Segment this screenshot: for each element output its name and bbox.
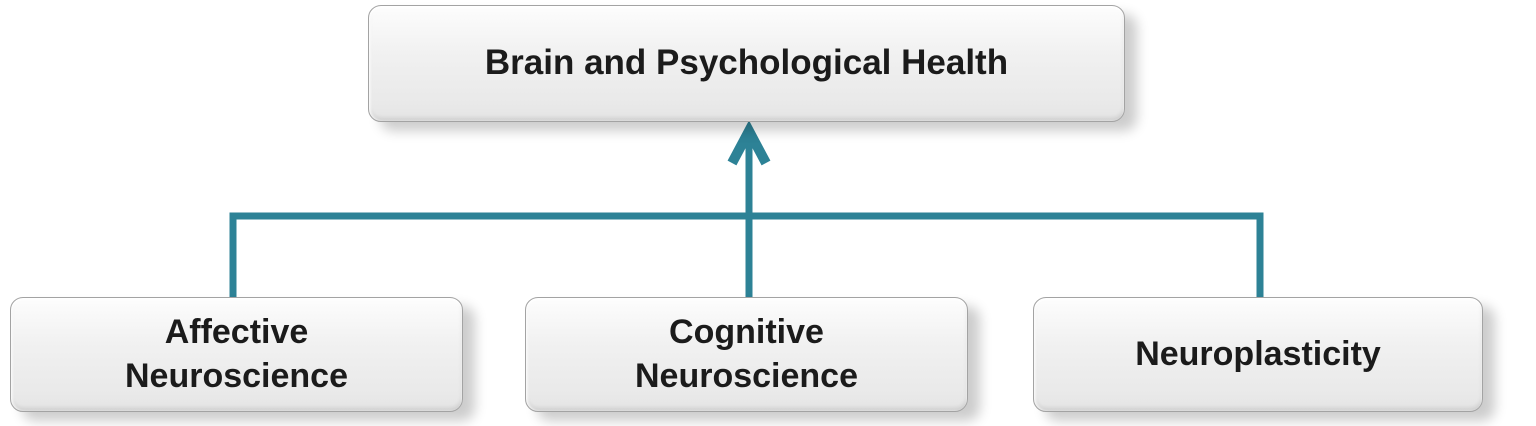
node-label-root: Brain and Psychological Health bbox=[477, 41, 1016, 86]
node-cognitive-neuroscience: Cognitive Neuroscience bbox=[525, 297, 968, 412]
node-neuroplasticity: Neuroplasticity bbox=[1033, 297, 1483, 412]
node-brain-and-psychological-health: Brain and Psychological Health bbox=[368, 5, 1125, 122]
node-label-neuroplasticity: Neuroplasticity bbox=[1127, 333, 1389, 377]
node-label-cognitive-neuroscience: Cognitive Neuroscience bbox=[627, 311, 866, 398]
node-affective-neuroscience: Affective Neuroscience bbox=[10, 297, 463, 412]
node-label-affective-neuroscience: Affective Neuroscience bbox=[117, 311, 356, 398]
